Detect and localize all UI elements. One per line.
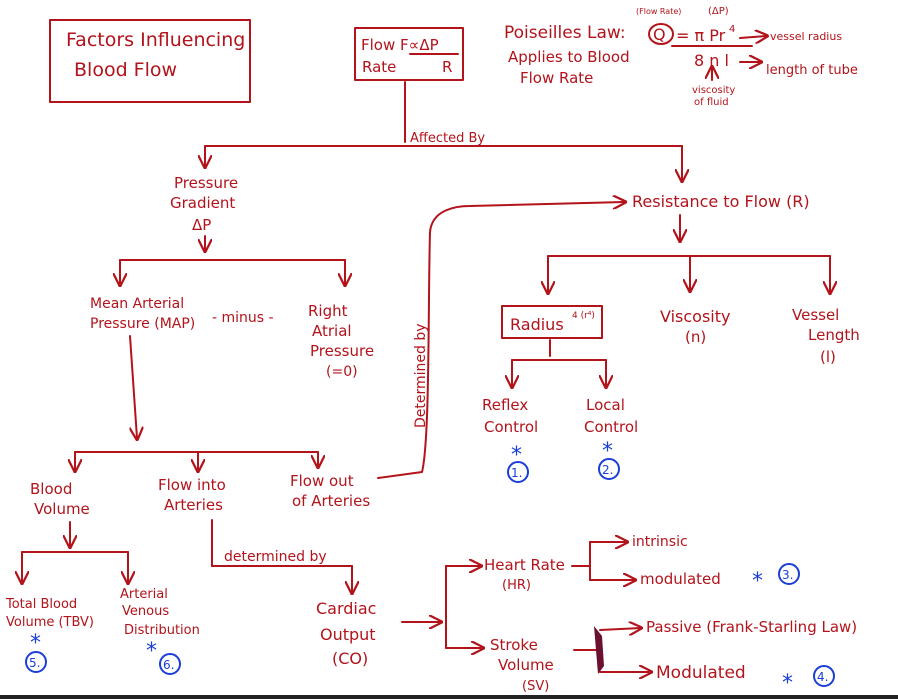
local-line-1: Local: [586, 396, 625, 414]
reflex-line-2: Control: [484, 418, 538, 436]
vessel-radius-arrow: [739, 36, 766, 38]
determined-by-vertical-label: Determined by: [413, 323, 429, 428]
star-marker-3: *: [752, 569, 763, 594]
resistance-label: Resistance to Flow (R): [632, 192, 810, 211]
vessel-length-line-1: Vessel: [792, 306, 839, 324]
sv-line-2: Volume: [498, 656, 554, 674]
poiseuille-power: 4: [729, 24, 735, 35]
hr-line-2: (HR): [502, 578, 531, 593]
marker-number-2: 2.: [602, 463, 613, 477]
marker-number-5: 5.: [29, 656, 40, 670]
radius-label: Radius: [510, 315, 564, 334]
marker-number-6: 6.: [163, 658, 174, 672]
star-marker-2: *: [602, 439, 613, 464]
poiseuille-denominator: 8 n l: [694, 51, 729, 70]
viscosity-line-2: (n): [685, 328, 706, 346]
avd-line-3: Distribution: [124, 623, 200, 638]
bottom-border: [0, 695, 898, 699]
sv-line-3: (SV): [522, 679, 549, 694]
flow-out-to-resistance-path: [377, 202, 624, 479]
length-tube-label: length of tube: [766, 63, 858, 78]
sv-split-bracket: [594, 626, 604, 674]
vessel-radius-label: vessel radius: [770, 30, 842, 43]
avd-line-2: Venous: [122, 604, 169, 619]
marker-number-4: 4.: [817, 670, 828, 684]
avd-line-1: Arterial: [120, 587, 168, 602]
marker-circle-3: [778, 563, 800, 585]
tbv-line-1: Total Blood: [5, 597, 77, 612]
star-marker-5: *: [30, 631, 41, 656]
marker-circle-5: [25, 651, 47, 673]
sv-line-1: Stroke: [490, 636, 538, 654]
passive-label: Passive (Frank-Starling Law): [646, 618, 857, 636]
q-circle: [648, 23, 674, 45]
determined-by-horizontal-label: determined by: [224, 549, 327, 565]
map-down-arrow: [129, 335, 137, 438]
radius-box: [501, 305, 603, 339]
affected-by-label: Affected By: [410, 131, 485, 146]
delta-p-annotation: (ΔP): [708, 6, 729, 17]
pressure-line-3: ΔP: [192, 216, 211, 234]
marker-circle-6: [159, 653, 181, 675]
title-box: [49, 19, 251, 103]
q-label: Q: [653, 25, 666, 44]
star-marker-6: *: [146, 639, 157, 664]
q-annotation: (Flow Rate): [636, 7, 681, 16]
reflex-line-1: Reflex: [482, 396, 528, 414]
star-marker-4: *: [782, 671, 793, 695]
title-line-1: Factors Influencing: [66, 29, 245, 51]
co-line-1: Cardiac: [316, 599, 376, 618]
viscosity-annot-2: of fluid: [694, 97, 729, 108]
hr-line-1: Heart Rate: [484, 556, 565, 574]
poiseuille-subtitle-2: Flow Rate: [520, 69, 593, 87]
pressure-line-1: Pressure: [174, 174, 238, 192]
intrinsic-label: intrinsic: [632, 534, 688, 550]
flow-out-line-1: Flow out: [290, 472, 354, 490]
minus-label: - minus -: [212, 310, 274, 326]
flow-rate-line-1: Flow F∝ΔP: [361, 36, 439, 54]
rap-line-3: Pressure: [310, 342, 374, 360]
poiseuille-title: Poiseilles Law:: [504, 23, 626, 43]
rap-line-4: (=0): [326, 364, 358, 380]
marker-circle-2: [598, 458, 620, 480]
modulated-hr-label: modulated: [640, 570, 721, 588]
co-line-3: (CO): [332, 649, 368, 668]
flow-rate-line-2: Rate: [362, 58, 396, 76]
marker-number-1: 1.: [511, 466, 522, 480]
map-line-1: Mean Arterial: [90, 296, 184, 312]
marker-circle-4: [813, 665, 835, 687]
viscosity-annot-1: viscosity: [692, 85, 735, 96]
flow-rate-box: [354, 27, 464, 81]
blood-volume-line-2: Volume: [34, 500, 90, 518]
local-line-2: Control: [584, 418, 638, 436]
rap-line-1: Right: [308, 302, 348, 320]
radius-power: 4 (r⁴): [572, 311, 595, 321]
co-line-2: Output: [320, 625, 376, 644]
rap-line-2: Atrial: [312, 322, 352, 340]
map-line-2: Pressure (MAP): [90, 316, 195, 332]
star-marker-1: *: [511, 443, 522, 468]
vessel-length-line-2: Length: [808, 326, 860, 344]
flow-into-line-2: Arteries: [164, 496, 223, 514]
flow-rate-denominator: R: [442, 58, 452, 76]
marker-number-3: 3.: [782, 568, 793, 582]
vessel-length-line-3: (l): [820, 348, 836, 366]
viscosity-line-1: Viscosity: [660, 307, 730, 326]
flow-out-line-2: of Arteries: [292, 492, 370, 510]
title-line-2: Blood Flow: [74, 59, 177, 81]
marker-circle-1: [507, 461, 529, 483]
to-passive-arrow: [599, 628, 640, 630]
flow-into-line-1: Flow into: [158, 476, 226, 494]
poiseuille-subtitle-1: Applies to Blood: [508, 48, 630, 66]
pressure-line-2: Gradient: [170, 194, 235, 212]
blood-volume-line-1: Blood: [30, 480, 72, 498]
tbv-line-2: Volume (TBV): [6, 615, 94, 630]
modulated-sv-label: Modulated: [656, 663, 746, 683]
poiseuille-numerator: = π Pr: [676, 26, 726, 45]
